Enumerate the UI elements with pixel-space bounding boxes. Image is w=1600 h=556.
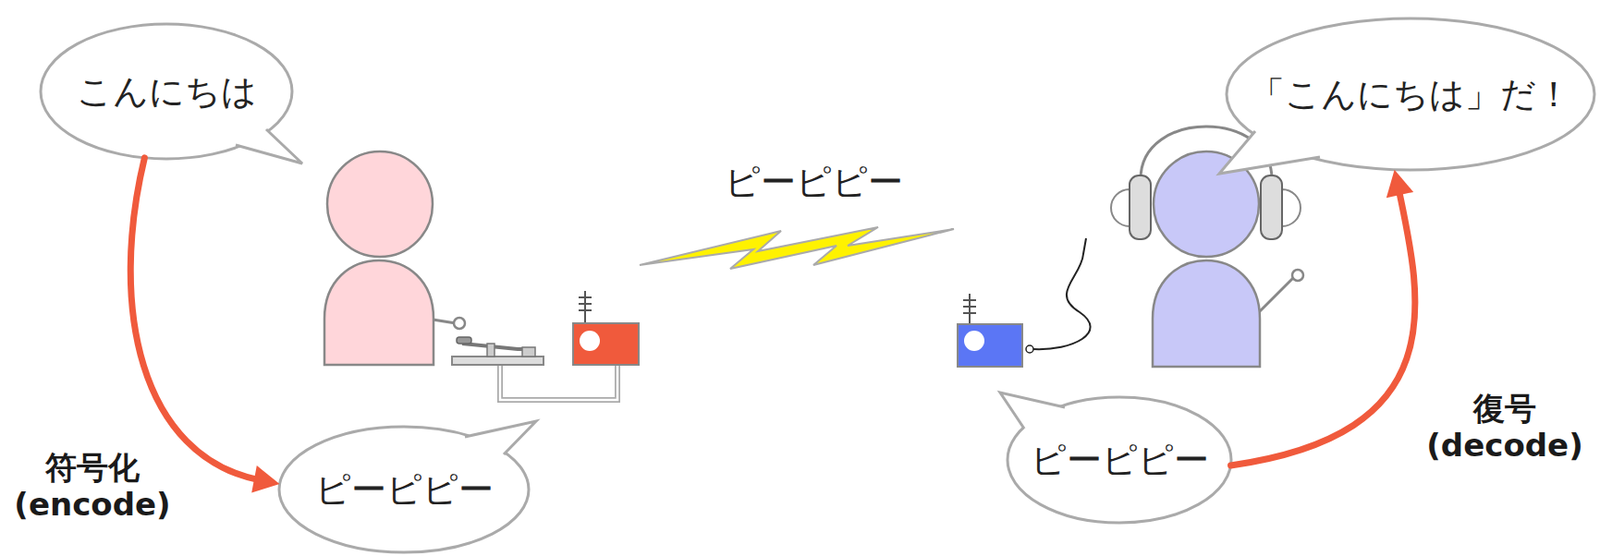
left-ear	[1111, 189, 1130, 227]
bubble-text: ピーピピー	[315, 466, 494, 514]
blue-antenna-ticks	[963, 300, 977, 314]
signal-label: ピーピピー	[702, 158, 925, 207]
red-radio	[573, 323, 639, 366]
arrow-head	[1386, 170, 1414, 199]
key-lever	[462, 343, 532, 350]
key-wire-inner	[500, 365, 618, 401]
blue-antenna	[968, 293, 971, 325]
left-earcup	[1129, 175, 1151, 240]
bubble-tail	[235, 129, 303, 164]
sender-body	[324, 260, 434, 366]
bubble-tail	[1000, 392, 1065, 429]
sender-hand	[453, 317, 465, 330]
bubble-text: ピーピピー	[1030, 437, 1210, 485]
edge-label: 復号 (decode)	[1416, 390, 1593, 465]
process-arrow	[130, 158, 280, 494]
speech-bubble: 「こんにちは」だ！	[1224, 16, 1597, 172]
speech-bubble: ピーピピー	[1005, 395, 1234, 526]
key-knob	[456, 337, 472, 344]
speech-bubble: ピーピピー	[277, 425, 531, 555]
red-radio-dial	[579, 330, 600, 352]
sender-head	[327, 151, 433, 257]
bubble-text: こんにちは	[76, 68, 257, 116]
process-arrow	[1231, 170, 1416, 466]
blue-radio-dial	[964, 330, 985, 352]
blue-radio	[957, 324, 1023, 367]
receiver-hand	[1292, 269, 1304, 281]
receiver-body	[1152, 260, 1260, 367]
arrow-head	[251, 465, 280, 493]
arrow-curve	[1231, 187, 1416, 466]
key-pivot	[487, 343, 495, 357]
key-wire	[500, 365, 618, 401]
speech-bubble: こんにちは	[38, 22, 294, 161]
headphone-cable	[1033, 238, 1091, 350]
arrow-curve	[130, 158, 262, 481]
key-contact	[522, 347, 536, 357]
key-base	[451, 356, 544, 366]
red-antenna-ticks	[578, 297, 592, 311]
edge-label: 符号化 (encode)	[9, 449, 176, 524]
bubble-text: 「こんにちは」だ！	[1249, 71, 1572, 119]
bubble-tail	[464, 421, 537, 455]
right-ear	[1282, 189, 1301, 227]
lightning-bolt	[639, 227, 954, 269]
right-earcup	[1260, 175, 1283, 240]
red-antenna	[584, 291, 587, 324]
bubble-tail	[1219, 131, 1320, 174]
radio-jack	[1025, 345, 1034, 354]
